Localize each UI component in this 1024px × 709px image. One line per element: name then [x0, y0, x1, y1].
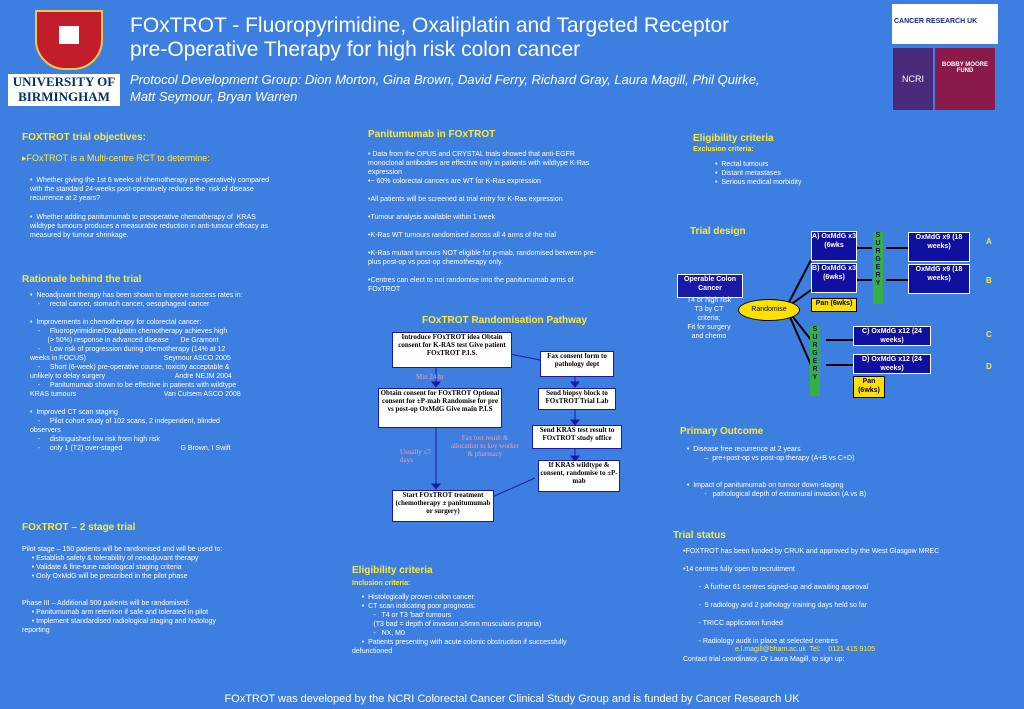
pathway-step-introduce: Introduce FOxTROT idea Obtain consent fo… [392, 332, 512, 368]
objectives-heading: FOXTROT trial objectives: [22, 132, 146, 143]
exclusion-body: • Rectal tumours • Distant metastases • … [715, 161, 802, 186]
rationale-heading: Rationale behind the trial [22, 274, 142, 285]
university-of-birmingham-logo: UNIVERSITY OF BIRMINGHAM [8, 74, 120, 106]
panitumumab-body: • Data from the OPUS and CRYSTAL trials … [368, 151, 596, 293]
design-operable-box: Operable Colon Cancer [677, 274, 743, 298]
inclusion-subheading: Inclusion criteria: [352, 580, 411, 587]
university-crest-logo [35, 10, 103, 70]
rationale-body: • Neoadjuvant therapy has been shown to … [30, 292, 243, 452]
primary-outcome-heading: Primary Outcome [680, 426, 764, 437]
stage2-heading: FOxTROT – 2 stage trial [22, 522, 136, 533]
bobby-moore-fund-logo: BOBBY MOORE FUND [935, 48, 995, 110]
inclusion-body: • Histologically proven colon cancer • C… [352, 594, 567, 655]
fax-result-note: Fax test result & allocation to key work… [450, 434, 520, 458]
design-post-a: OxMdG x9 (18 weeks) [908, 232, 970, 262]
cancer-research-uk-logo: CANCER RESEARCH UK [892, 4, 998, 44]
design-arm-c: C) OxMdG x12 (24 weeks) [853, 326, 931, 346]
footer-note: FOxTROT was developed by the NCRI Colore… [224, 693, 800, 705]
design-arm-d: D) OxMdG x12 (24 weeks) [853, 354, 931, 374]
design-surgery-upper: S U R G E R Y [873, 232, 883, 304]
trial-status-body: •FOXTROT has been funded by CRUK and app… [683, 548, 940, 663]
randomise-oval: Randomise [738, 299, 800, 321]
pathway-step-send-kras: Send KRAS test result to FOxTROT study o… [532, 425, 622, 449]
usually-7-days-note: Usually ≤7 days [400, 448, 431, 464]
inclusion-heading: Eligibility criteria [352, 565, 433, 576]
trial-status-heading: Trial status [673, 530, 726, 541]
objectives-point-2: • Whether adding panitumumab to preopera… [30, 214, 268, 239]
uob-line1: UNIVERSITY OF [12, 74, 116, 89]
objectives-lead: ▸FOxTROT is a Multi-centre RCT to determ… [22, 153, 210, 163]
min-24hr-note: Min 24 hr [416, 373, 444, 381]
trial-design-heading: Trial design [690, 226, 746, 237]
design-arm-a: A) OxMdG x3 (6wks [811, 231, 857, 261]
design-post-b: OxMdG x9 (18 weeks) [908, 264, 970, 294]
arm-label-b: B [986, 276, 992, 285]
author-list: Protocol Development Group: Dion Morton,… [130, 72, 760, 104]
panitumumab-heading: Panitumumab in FOxTROT [368, 129, 496, 140]
pathway-connectors [430, 349, 581, 499]
trial-design-connectors [785, 247, 908, 366]
ncri-logo: NCRI [893, 48, 933, 110]
pathway-step-randomise-pmab: If KRAS wildtype & consent, randomise to… [538, 460, 620, 492]
pathway-step-obtain-consent: Obtain consent for FOxTROT Optional cons… [378, 388, 502, 428]
design-pan-d: Pan (6wks) [853, 376, 885, 398]
primary-outcome-body: • Disease free recurrence at 2 years – p… [686, 446, 867, 498]
design-surgery-lower: S U R G E R Y [810, 326, 820, 396]
stage2-body: Pilot stage – 150 patients will be rando… [22, 546, 223, 634]
design-pan-6wks: Pan (6wks) [811, 298, 857, 312]
exclusion-subheading: Exclusion criteria: [693, 146, 754, 153]
objectives-point-1: • Whether giving the 1st 6 weeks of chem… [30, 177, 270, 202]
arm-label-a: A [986, 237, 992, 246]
pathway-step-start-treatment: Start FOxTROT treatment (chemotherapy ± … [392, 490, 494, 522]
pathway-step-fax-consent: Fax consent form to pathology dept [540, 351, 614, 377]
pathway-step-send-biopsy: Send biopsy block to FOxTROT Trial Lab [538, 388, 616, 410]
arm-label-d: D [986, 362, 992, 371]
contact-details[interactable]: e.l.magill@bham.ac.uk Tel: 0121 415 9105 [735, 646, 876, 653]
exclusion-heading: Eligibility criteria [693, 133, 774, 144]
design-arm-b: B) OxMdG x3 (6wks) [811, 263, 857, 293]
pathway-heading: FOxTROT Randomisation Pathway [422, 315, 588, 326]
design-criteria: T4 or high risk T3 by CT criteria; Fit f… [686, 297, 732, 340]
uob-line2: BIRMINGHAM [18, 89, 110, 104]
arm-label-c: C [986, 330, 992, 339]
poster-title: FOxTROT - Fluoropyrimidine, Oxaliplatin … [130, 14, 730, 61]
